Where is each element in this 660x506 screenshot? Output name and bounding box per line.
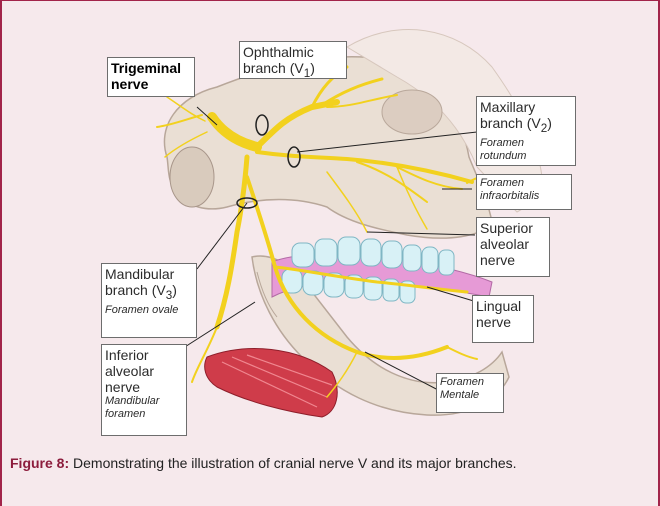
inferior-alveolar-text: Inferior alveolar nerve xyxy=(105,347,183,395)
label-inferior-alveolar-nerve: Inferior alveolar nerve Mandibular foram… xyxy=(101,344,187,436)
label-ophthalmic-branch: Ophthalmic branch (V1) xyxy=(239,41,347,79)
label-trigeminal-nerve: Trigeminal nerve xyxy=(107,57,195,97)
label-lingual-nerve: Lingual nerve xyxy=(472,295,534,343)
label-superior-alveolar-nerve: Superior alveolar nerve xyxy=(476,217,550,277)
label-mandibular-branch: Mandibular branch (V3) Foramen ovale xyxy=(101,263,197,338)
lingual-text: Lingual nerve xyxy=(476,298,521,330)
foramen-rotundum-text: Foramen rotundum xyxy=(480,137,572,163)
foramen-ovale-text: Foramen ovale xyxy=(105,304,193,317)
caption-text: Demonstrating the illustration of crania… xyxy=(69,455,516,471)
label-maxillary-branch: Maxillary branch (V2) Foramen rotundum xyxy=(476,96,576,166)
label-foramen-infraorbitalis: Foramen infraorbitalis xyxy=(476,174,572,210)
infraorbitalis-text: Foramen infraorbitalis xyxy=(480,177,568,203)
maxillary-text: Maxillary branch (V xyxy=(480,99,541,131)
ophthalmic-subscript: 1 xyxy=(304,67,310,80)
figure-caption: Figure 8: Demonstrating the illustration… xyxy=(10,453,652,473)
superior-alveolar-text: Superior alveolar nerve xyxy=(480,220,533,268)
mentale-text: Foramen Mentale xyxy=(440,376,500,402)
label-foramen-mentale: Foramen Mentale xyxy=(436,373,504,413)
mandibular-foramen-text: Mandibular foramen xyxy=(105,395,183,421)
maxillary-subscript: 2 xyxy=(541,122,547,135)
mandibular-subscript: 3 xyxy=(166,289,172,302)
caption-label: Figure 8: xyxy=(10,455,69,471)
trigeminal-text: Trigeminal nerve xyxy=(111,60,181,92)
mandibular-text: Mandibular branch (V xyxy=(105,266,174,298)
